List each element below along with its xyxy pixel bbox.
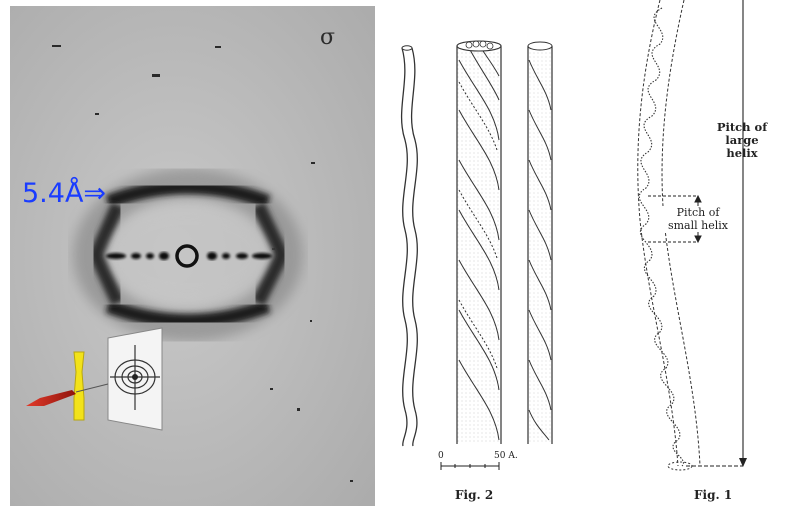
small-helix-coil bbox=[639, 8, 683, 466]
twisted-rope bbox=[528, 42, 552, 444]
scale-bar bbox=[441, 462, 499, 470]
scale-start-label: 0 bbox=[438, 451, 444, 461]
large-helix-label: Pitch of large helix bbox=[702, 121, 782, 160]
xray-diffraction-panel: σ bbox=[0, 0, 380, 508]
fig2-drawing bbox=[385, 0, 595, 508]
small-helix-label-line2: small helix bbox=[662, 219, 734, 232]
large-helix-label-line3: helix bbox=[702, 147, 782, 160]
sample-holder bbox=[74, 352, 84, 420]
large-pitch-arrow bbox=[686, 0, 747, 467]
fig1-drawing bbox=[600, 0, 794, 508]
multi-strand-rope bbox=[457, 41, 501, 444]
diffraction-photo: σ bbox=[0, 0, 380, 508]
fig2-caption: Fig. 2 bbox=[455, 488, 493, 502]
small-helix-label: Pitch of small helix bbox=[662, 206, 734, 232]
spacing-annotation: 5.4Å⇒ bbox=[22, 178, 106, 209]
small-helix-label-line1: Pitch of bbox=[662, 206, 734, 219]
corner-mark: σ bbox=[320, 25, 335, 50]
fig1-panel: Pitch of large helix Pitch of small heli… bbox=[600, 0, 794, 508]
scale-end-label: 50 A. bbox=[494, 451, 518, 461]
single-fibre bbox=[402, 46, 418, 446]
large-helix-envelope bbox=[638, 0, 700, 466]
fig1-caption: Fig. 1 bbox=[694, 488, 732, 502]
fig2-panel: 0 50 A. Fig. 2 bbox=[385, 0, 595, 508]
